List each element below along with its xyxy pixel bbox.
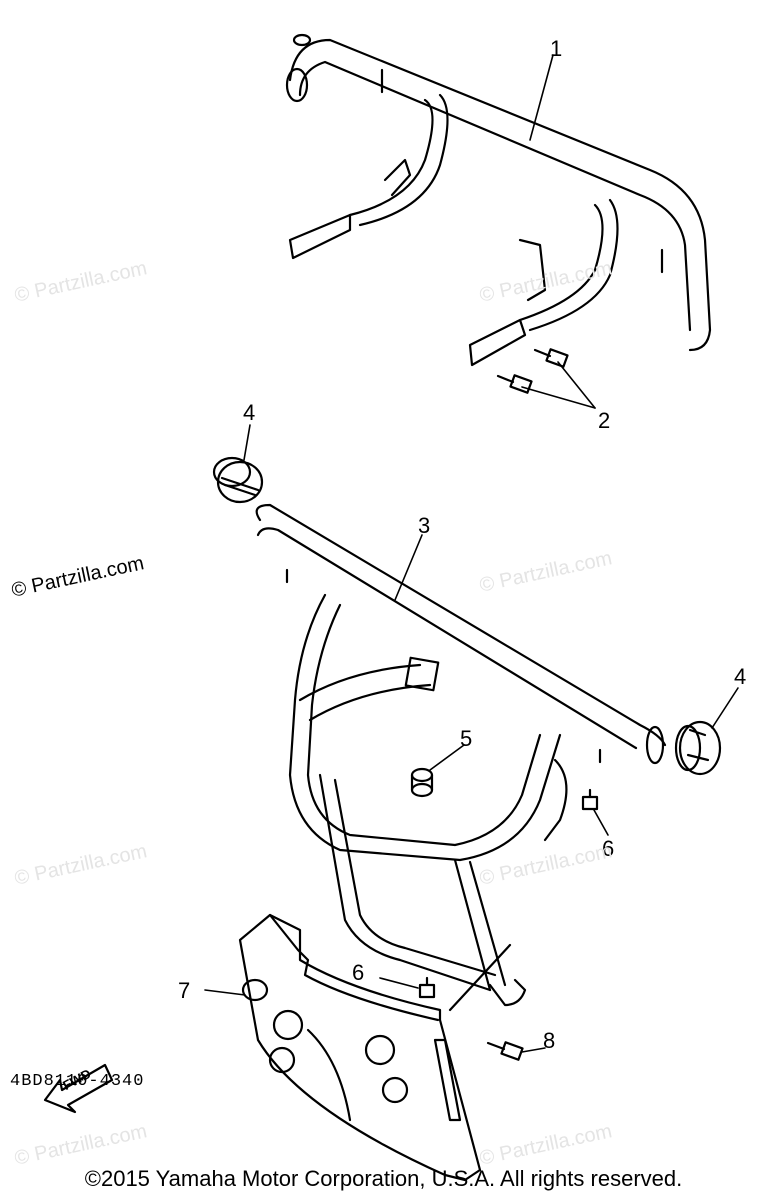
callout-8: 8: [543, 1028, 556, 1053]
skid-plate: [238, 913, 512, 1182]
bolts-part-2: [496, 348, 569, 394]
callout-6-lower: 6: [352, 960, 365, 985]
nut-part-6-right: [581, 788, 599, 811]
callout-3: 3: [418, 513, 431, 538]
callout-1: 1: [550, 36, 563, 61]
front-guard: [255, 503, 667, 1007]
callout-4-left: 4: [243, 400, 256, 425]
nut-part-6-lower: [418, 976, 436, 999]
grip-upper-left: [212, 456, 264, 504]
part-number: 4BD8110-4340: [10, 1072, 145, 1091]
callout-6-right: 6: [602, 836, 615, 861]
callout-7: 7: [178, 978, 191, 1003]
fwd-arrow-icon: [43, 1063, 114, 1114]
grip-right: [674, 720, 722, 776]
copyright-notice: ©2015 Yamaha Motor Corporation, U.S.A. A…: [84, 1166, 683, 1191]
callout-5: 5: [460, 726, 473, 751]
leader-lines: [204, 54, 739, 1053]
bolt-part-8: [486, 1041, 524, 1061]
callout-4-right: 4: [734, 664, 747, 689]
callout-2: 2: [598, 408, 611, 433]
spacer-part-5: [410, 767, 434, 798]
upper-guard-bar: [285, 33, 712, 367]
